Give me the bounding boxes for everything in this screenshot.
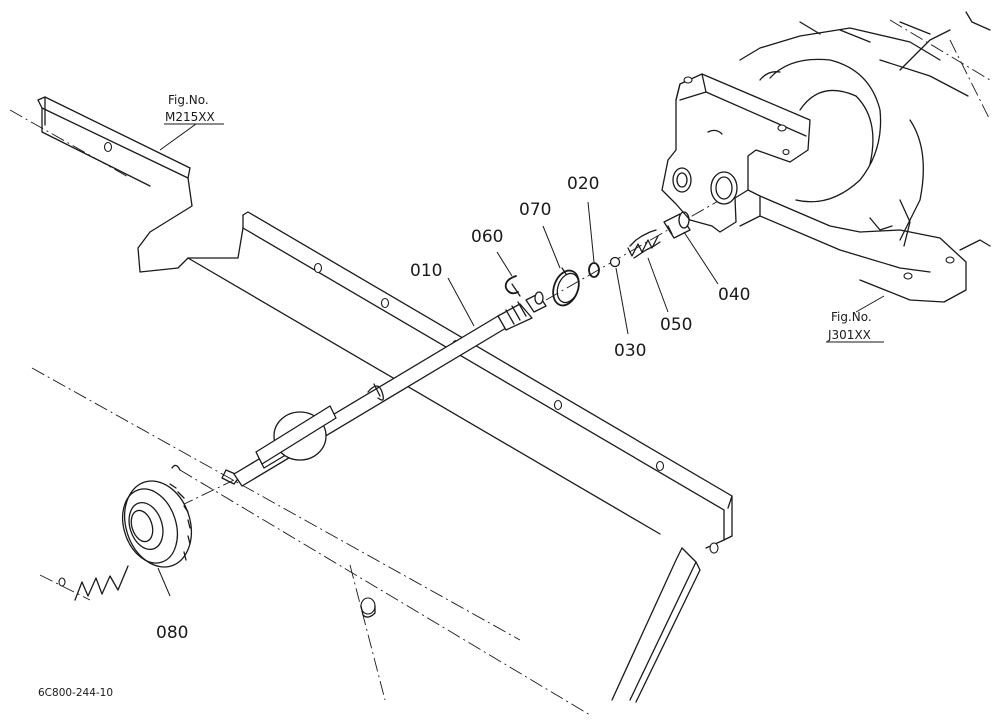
label-040: 040: [718, 285, 750, 305]
spring-050: [627, 229, 661, 259]
leader-lines: [157, 123, 885, 597]
label-030: 030: [614, 341, 646, 361]
label-080: 080: [156, 623, 188, 643]
drawing-code: 6C800-244-10: [38, 687, 113, 699]
lower-left-fragment: [58, 565, 376, 618]
plug-040: [663, 211, 691, 239]
label-060: 060: [471, 227, 503, 247]
label-010: 010: [410, 261, 442, 281]
fig-ref-left-code: M215XX: [165, 110, 215, 124]
knob-080: [121, 480, 192, 568]
label-070: 070: [519, 200, 551, 220]
housing-j301: [661, 11, 991, 303]
clip-060: [504, 275, 521, 297]
fig-ref-right-code: J301XX: [827, 328, 871, 342]
label-050: 050: [660, 315, 692, 335]
fig-ref-left-label: Fig.No.: [168, 93, 209, 107]
figure-reference-right: Fig.No. J301XX: [826, 310, 884, 343]
ball-030: [609, 256, 621, 268]
shaft-010: [179, 199, 721, 507]
lower-frame-dashed: [9, 109, 591, 716]
left-frame-bracket: [37, 96, 244, 273]
fig-ref-right-label: Fig.No.: [831, 310, 872, 324]
right-brace: [611, 547, 701, 703]
o-ring-020: [588, 262, 600, 278]
ring-070: [552, 267, 580, 307]
part-labels: 010 020 030 040 050 060 070 080: [156, 174, 750, 643]
figure-reference-left: Fig.No. M215XX: [164, 93, 224, 125]
label-020: 020: [567, 174, 599, 194]
